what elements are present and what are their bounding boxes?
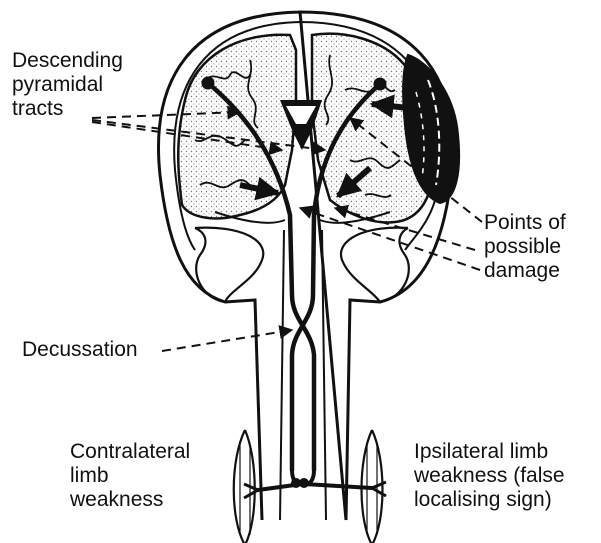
label-contralateral-limb-weakness: Contralateral limb weakness: [70, 440, 190, 512]
label-descending-pyramidal-tracts: Descending pyramidal tracts: [12, 49, 123, 121]
label-decussation: Decussation: [22, 338, 138, 362]
left-temporal-fold: [195, 228, 263, 302]
right-temporal-fold: [341, 228, 409, 302]
label-points-of-possible-damage: Points of possible damage: [484, 211, 566, 283]
label-ipsilateral-limb-weakness: Ipsilateral limb weakness (false localis…: [414, 440, 565, 512]
